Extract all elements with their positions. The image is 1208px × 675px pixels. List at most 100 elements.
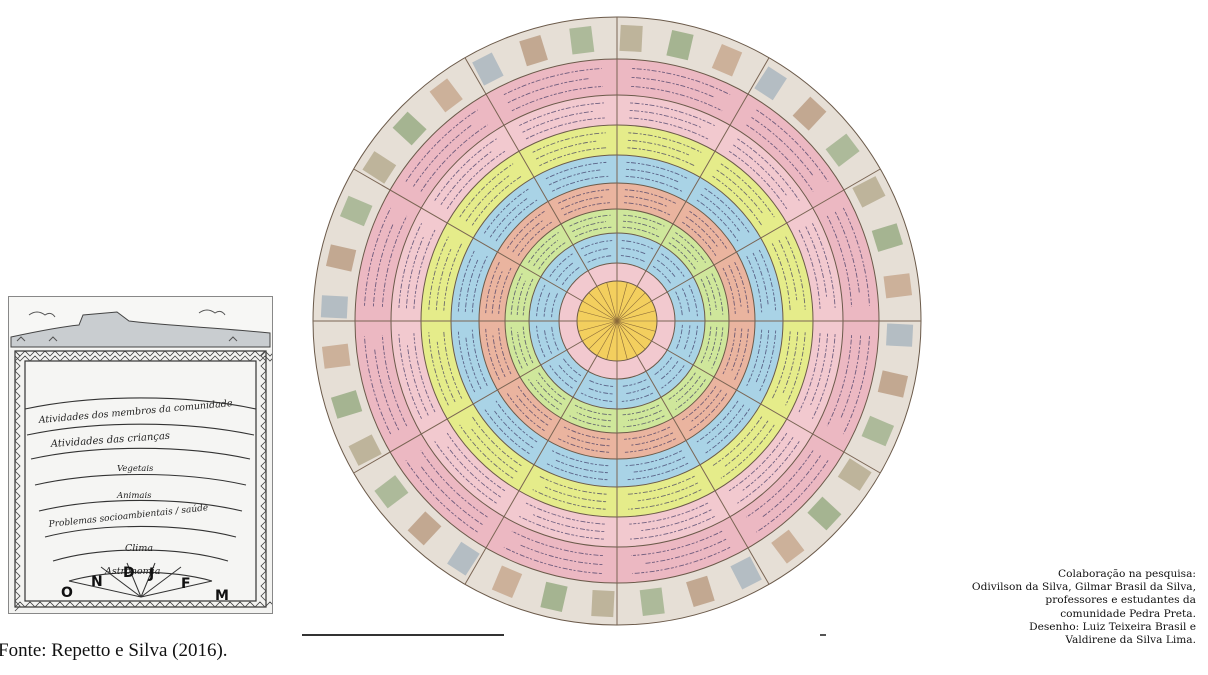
handwritten-note [406,344,429,416]
handwritten-note [435,248,452,311]
center-spoke [616,300,652,322]
month-m: M [215,588,229,604]
handwritten-note [510,273,523,315]
center-spoke [582,300,618,322]
handwritten-note [675,232,706,263]
center-spoke [616,286,638,322]
handwritten-note [551,324,559,351]
handwritten-note [826,215,853,307]
handwritten-note [620,255,647,263]
credits-line: Colaboração na pesquisa: [1057,568,1196,580]
illustration-vignette [639,587,665,617]
month-d: D [123,565,135,581]
circular-calendar-svg [312,16,922,626]
handwritten-note [576,412,612,422]
caption-dash [820,634,826,636]
credits-line: Valdirene da Silva Lima. [1065,634,1196,647]
arc-label-7: Astronomia [104,566,161,577]
handwritten-note [443,243,463,311]
center-spoke [616,282,628,322]
illustration-vignette [619,24,643,52]
illustration-vignette [320,295,348,319]
handwritten-note [627,409,662,421]
center-spoke [616,320,652,342]
handwritten-note [689,210,728,249]
handwritten-note [545,462,608,481]
handwritten-note [557,189,610,204]
handwritten-note [704,408,751,455]
handwritten-note [675,379,706,410]
handwritten-note [465,337,482,390]
handwritten-note [682,221,717,256]
handwritten-note [761,455,821,518]
illustration-vignette [447,541,480,576]
handwritten-note [539,475,607,495]
handwritten-note [842,336,870,435]
illustration-vignette [540,581,568,613]
handwritten-note [631,76,716,99]
handwritten-note [688,325,698,358]
illustration-vignette [861,415,895,447]
handwritten-note [758,249,777,312]
handwritten-note [643,538,727,564]
illustration-vignette [321,343,351,369]
month-o: O [61,585,73,601]
handwritten-note [491,270,503,314]
handwritten-note [498,267,512,314]
handwritten-note [364,336,392,435]
handwritten-note [661,253,685,277]
handwritten-note [731,328,743,372]
handwritten-note [652,356,673,377]
illustration-vignette [877,370,909,398]
handwritten-note [587,379,614,387]
handwritten-note [771,331,791,399]
handwritten-note [551,291,559,318]
handwritten-note [436,340,456,403]
handwritten-note [517,221,552,256]
illustration-vignette [871,223,904,252]
handwritten-note [809,333,829,406]
handwritten-note [443,331,463,399]
center-spoke [616,320,646,350]
handwritten-note [538,372,566,400]
handwritten-note [519,515,604,540]
handwritten-note [587,387,613,395]
handwritten-note [782,331,799,394]
handwritten-note [548,169,601,186]
center-spoke [578,310,618,322]
handwritten-note [465,174,511,222]
handwritten-note [723,420,769,468]
handwritten-note [364,207,392,306]
handwritten-note [623,214,665,227]
handwritten-note [737,138,800,201]
arc-label-4: Animais [116,491,152,501]
handwritten-note [413,229,436,309]
schematic-calendar-drawing: Atividades dos membros da comunidade Ati… [8,296,291,614]
handwritten-note [627,147,695,167]
handwritten-note [420,465,483,525]
handwritten-note [528,379,559,410]
handwritten-note [621,392,654,402]
handwritten-note [746,450,814,518]
center-spoke [616,292,646,322]
handwritten-note [543,291,551,317]
handwritten-note [630,102,715,127]
illustration-vignette [686,575,715,608]
illustration-vignette [730,556,762,590]
handwritten-note [555,261,575,282]
illustration-vignette [837,458,872,491]
handwritten-note [533,240,559,267]
credits-line: comunidade Pedra Preta. [1060,607,1196,620]
handwritten-note [661,365,685,389]
handwritten-note [711,273,724,315]
handwritten-note [626,161,689,180]
month-divider [353,340,583,474]
handwritten-note [470,427,518,473]
handwritten-note [624,195,668,207]
center-spoke [606,282,618,322]
handwritten-note [704,187,751,234]
handwritten-note [623,415,665,428]
handwritten-note [525,117,605,140]
handwritten-note [517,386,552,421]
handwritten-note [543,328,553,354]
